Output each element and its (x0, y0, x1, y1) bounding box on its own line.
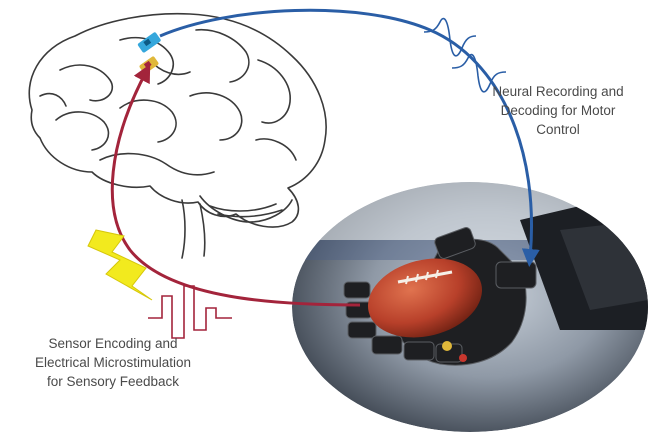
motor-caption-line-3: Control (536, 122, 580, 137)
sensory-caption-line-2: Electrical Microstimulation (34, 355, 192, 370)
sensory-pathway-arrow (110, 64, 361, 307)
cerebellum (199, 195, 293, 223)
stimulation-pulse-train (148, 285, 232, 339)
motor-caption-line-2: Decoding for Motor (500, 103, 616, 118)
brain-outline (28, 12, 327, 228)
motor-caption-line-1: Neural Recording and (492, 84, 624, 99)
brain-fold (59, 64, 114, 102)
fingertip-sensor (442, 341, 452, 351)
brain-illustration (28, 12, 327, 259)
sensory-caption-line-1: Sensor Encoding and (48, 336, 178, 351)
stimulation-electrode (139, 56, 159, 74)
motor-control-caption: Neural Recording and Decoding for Motor … (468, 82, 648, 139)
sensory-caption-line-3: for Sensory Feedback (46, 374, 180, 389)
lightning-bolt-icon (87, 229, 153, 301)
football (367, 258, 483, 338)
motor-pathway-arrow (159, 8, 540, 267)
neural-spike-waveforms (423, 17, 507, 93)
brain-stem (181, 199, 206, 259)
sensory-feedback-caption: Sensor Encoding and Electrical Microstim… (8, 334, 218, 391)
recording-electrode (137, 32, 161, 53)
